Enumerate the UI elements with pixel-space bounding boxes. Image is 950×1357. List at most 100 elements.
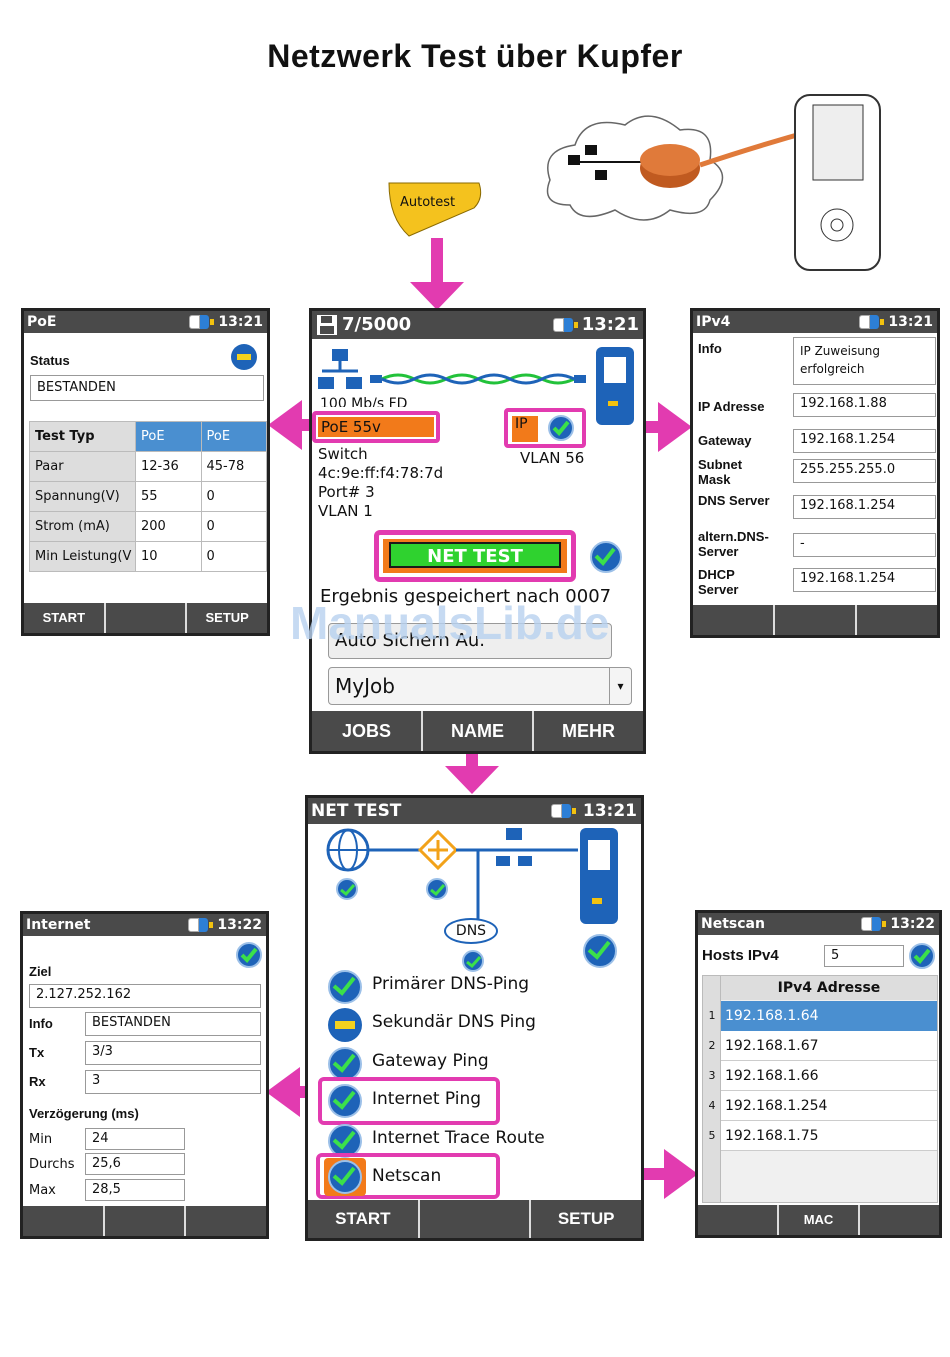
battery-icon: [859, 315, 884, 329]
list-item[interactable]: Internet Ping: [372, 1089, 482, 1109]
alt-dns-label: altern.DNS-Server: [698, 529, 769, 559]
list-item[interactable]: Gateway Ping: [372, 1051, 489, 1071]
alt-dns-value: -: [793, 533, 936, 557]
name-button[interactable]: NAME: [423, 711, 534, 751]
table-row[interactable]: 192.168.1.66: [721, 1061, 937, 1091]
warning-status-icon: [231, 344, 257, 370]
more-button[interactable]: MEHR: [562, 721, 615, 741]
arrow-head-right-2: [664, 1149, 698, 1199]
softkey-1[interactable]: [698, 1205, 779, 1235]
softkey-3[interactable]: [186, 1206, 266, 1236]
table-row[interactable]: 192.168.1.67: [721, 1031, 937, 1061]
check-icon: [426, 878, 448, 900]
arrow-down-1: [431, 238, 443, 288]
list-item[interactable]: Sekundär DNS Ping: [372, 1012, 536, 1032]
autotest-tag[interactable]: Autotest: [384, 178, 484, 240]
check-icon: [328, 970, 362, 1004]
main-screen: 7/5000 13:21 100 Mb/s FD PoE 55v IP Swit…: [309, 308, 646, 754]
list-item[interactable]: Netscan: [372, 1166, 442, 1186]
clock: 13:21: [582, 801, 637, 821]
setup-button[interactable]: SETUP: [205, 610, 249, 625]
subnet-label: Subnet Mask: [698, 457, 743, 487]
job-select[interactable]: MyJob ▾: [328, 667, 632, 705]
clock: 13:22: [890, 916, 935, 932]
subnet-value: 255.255.255.0: [793, 459, 936, 483]
list-item[interactable]: Primärer DNS-Ping: [372, 974, 530, 994]
poe-highlight[interactable]: PoE 55v: [312, 411, 440, 443]
check-icon: [583, 934, 617, 968]
table-row[interactable]: 192.168.1.254: [721, 1091, 937, 1121]
rx-value: 3: [85, 1070, 261, 1094]
check-icon: [909, 943, 935, 969]
softkey-3[interactable]: [857, 605, 937, 635]
clock: 13:21: [581, 314, 639, 335]
softkey-1[interactable]: [23, 1206, 105, 1236]
check-icon: [328, 1047, 362, 1081]
softkey-2[interactable]: [775, 605, 857, 635]
min-label: Min: [29, 1132, 53, 1147]
chevron-down-icon: ▾: [609, 668, 631, 704]
gateway-label: Gateway: [698, 433, 752, 448]
poe-header-title: PoE: [27, 314, 57, 330]
dhcp-value: 192.168.1.254: [793, 568, 936, 592]
ip-highlight[interactable]: IP: [504, 408, 586, 448]
clock: 13:22: [217, 917, 262, 933]
col-header: PoE: [200, 421, 267, 452]
internet-header-title: Internet: [26, 917, 91, 933]
empty-softkey[interactable]: [420, 1200, 532, 1238]
internet-ping-highlight[interactable]: [318, 1077, 500, 1125]
battery-icon: [188, 918, 213, 932]
check-icon: [328, 1084, 362, 1118]
save-icon: [317, 315, 337, 335]
info-value: IP Zuweisung erfolgreich: [793, 337, 936, 385]
softkey-1[interactable]: [693, 605, 775, 635]
min-value: 24: [85, 1128, 185, 1150]
ip-badge: IP: [512, 416, 538, 442]
clock: 13:21: [888, 314, 933, 330]
info-label: Info: [29, 1016, 53, 1031]
softkey-2[interactable]: [105, 1206, 187, 1236]
table-row[interactable]: 192.168.1.64: [721, 1001, 937, 1031]
network-illustration: [546, 94, 881, 271]
poe-badge: PoE 55v: [318, 417, 434, 437]
link-diagram: [318, 347, 634, 425]
vlan-right: VLAN 56: [520, 449, 585, 467]
col-header: Test Typ: [29, 421, 136, 452]
softkey-3[interactable]: [860, 1205, 939, 1235]
arrow-head-left-1: [268, 400, 302, 450]
check-icon: [328, 1160, 362, 1194]
status-label: Status: [30, 353, 70, 368]
jobs-button[interactable]: JOBS: [312, 711, 423, 751]
net-test-button[interactable]: NET TEST: [389, 542, 561, 568]
mac-button[interactable]: MAC: [779, 1205, 860, 1235]
dhcp-label: DHCP Server: [698, 567, 739, 597]
battery-icon: [553, 318, 578, 332]
delay-label: Verzögerung (ms): [29, 1106, 139, 1121]
job-value: MyJob: [335, 674, 395, 698]
list-item[interactable]: Internet Trace Route: [372, 1128, 545, 1148]
tx-label: Tx: [29, 1045, 45, 1060]
max-value: 28,5: [85, 1179, 185, 1201]
check-icon: [462, 950, 484, 972]
col-header: IPv4 Adresse: [721, 976, 937, 1000]
autotest-label: Autotest: [400, 195, 456, 210]
empty-softkey[interactable]: [106, 603, 188, 633]
start-button[interactable]: START: [24, 603, 106, 633]
net-test-highlight[interactable]: NET TEST: [374, 530, 576, 582]
dns-value: 192.168.1.254: [793, 495, 936, 519]
arrow-head-2: [445, 766, 499, 794]
auto-save-select[interactable]: Auto Sichern Au.: [328, 623, 612, 659]
netscan-highlight[interactable]: [316, 1153, 500, 1199]
setup-button[interactable]: SETUP: [557, 1209, 615, 1228]
arrow-head-right-1: [658, 402, 692, 452]
start-button[interactable]: START: [308, 1200, 420, 1238]
warning-status-icon: [328, 1008, 362, 1042]
table-row[interactable]: 192.168.1.75: [721, 1121, 937, 1151]
topology-diagram: [326, 828, 618, 924]
